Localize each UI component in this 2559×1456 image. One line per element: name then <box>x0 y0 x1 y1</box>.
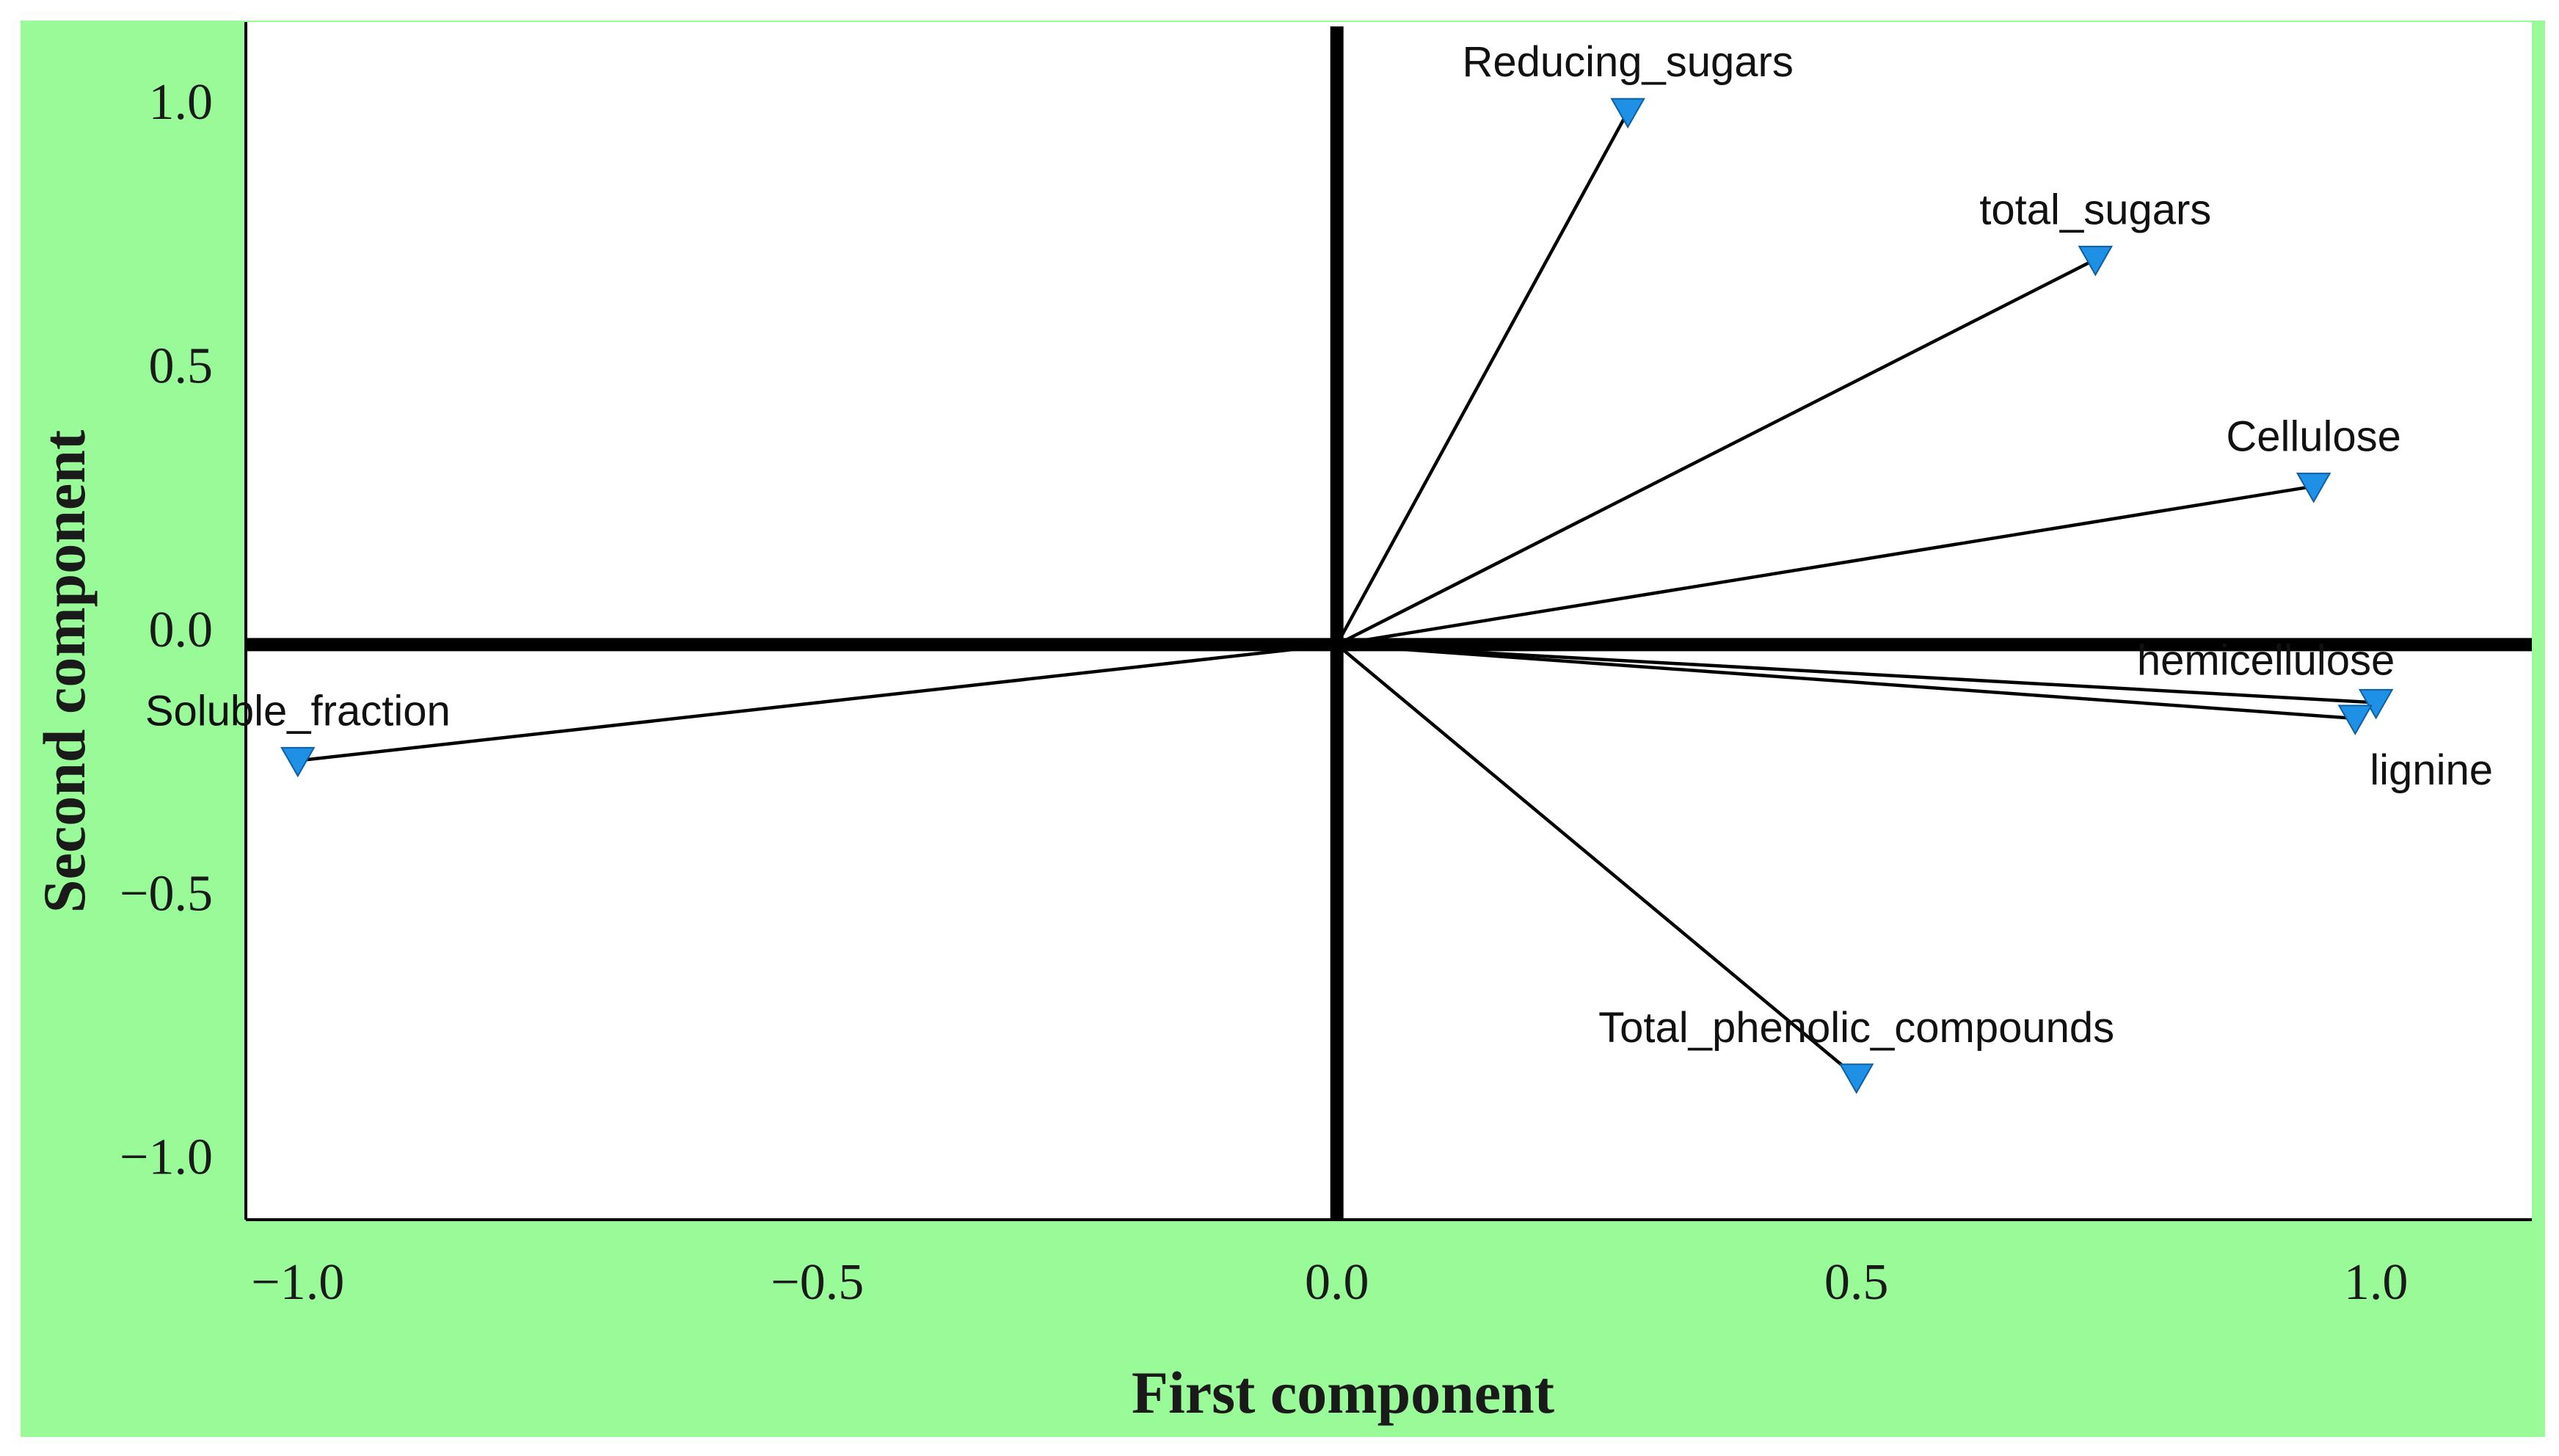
marker-hemicellulose <box>2358 688 2394 720</box>
axes-frame <box>244 22 2532 1221</box>
x-tick-label: 0.0 <box>1305 1254 1369 1311</box>
label-soluble-fraction: Soluble_fraction <box>145 688 451 735</box>
vector-reducing-sugars <box>1335 111 1630 646</box>
label-total-phenolic-compounds: Total_phenolic_compounds <box>1598 1004 2114 1052</box>
loading-markers <box>280 98 2394 1094</box>
y-tick-label: 0.5 <box>149 338 214 394</box>
vector-total-sugars <box>1336 258 2097 647</box>
label-total-sugars: total_sugars <box>1979 186 2211 234</box>
x-tick-label: 1.0 <box>2344 1254 2409 1311</box>
y-axis-title: Second component <box>31 430 98 913</box>
y-tick-label: 1.0 <box>149 74 214 131</box>
label-cellulose: Cellulose <box>2226 413 2401 461</box>
label-hemicellulose: hemicellulose <box>2137 636 2395 684</box>
vector-cellulose <box>1336 484 2315 647</box>
marker-total-sugars <box>2078 245 2114 277</box>
plot-area <box>246 22 2532 1220</box>
y-tick-label: −0.5 <box>120 865 213 922</box>
marker-cellulose <box>2296 473 2332 503</box>
vector-total-phenolic-compounds <box>1336 643 1858 1079</box>
marker-reducing-sugars <box>1610 98 1645 129</box>
label-reducing-sugars: Reducing_sugars <box>1462 38 1793 86</box>
loading-vectors <box>297 111 2376 1079</box>
x-tick-labels: −1.0 −0.5 0.0 0.5 1.0 <box>251 1254 2408 1311</box>
vector-lignine <box>1336 643 2356 721</box>
y-tick-label: 0.0 <box>149 602 214 658</box>
x-tick-label: −0.5 <box>771 1254 864 1311</box>
marker-total-phenolic-compounds <box>1838 1063 1874 1094</box>
vector-soluble-fraction <box>297 643 1337 762</box>
y-tick-label: −1.0 <box>120 1129 213 1186</box>
x-axis-title: First component <box>1132 1359 1554 1426</box>
x-tick-label: 0.5 <box>1824 1254 1889 1311</box>
marker-soluble-fraction <box>280 746 316 778</box>
x-tick-label: −1.0 <box>251 1254 344 1311</box>
zero-axes <box>246 26 2532 1220</box>
marker-lignine <box>2337 705 2373 735</box>
vector-hemicellulose <box>1336 643 2376 705</box>
label-lignine: lignine <box>2370 746 2493 794</box>
y-tick-labels: 1.0 0.5 0.0 −0.5 −1.0 <box>120 74 213 1186</box>
